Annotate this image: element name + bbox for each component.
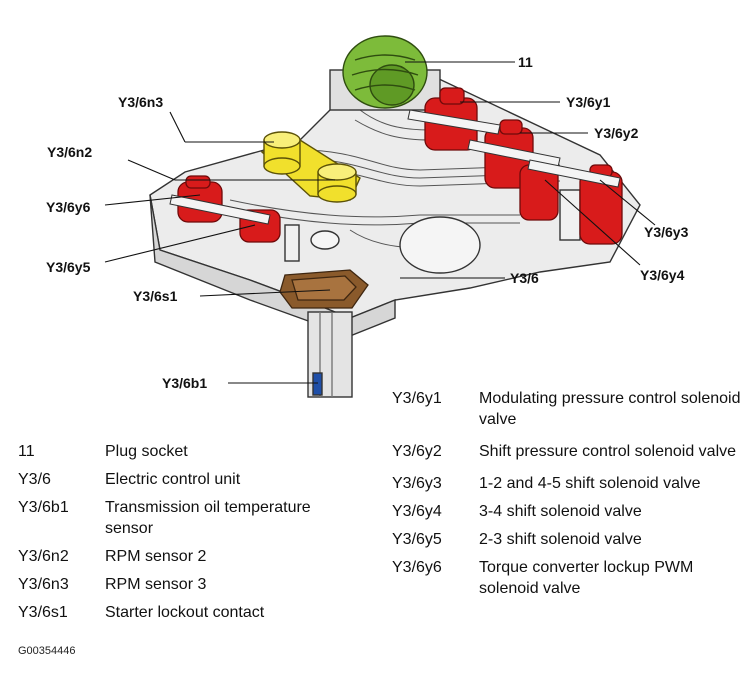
legend-code: Y3/6y2 [392, 443, 442, 460]
legend-code: 11 [18, 443, 35, 460]
legend-code: Y3/6n2 [18, 548, 69, 565]
legend-item: Y3/6y4 3-4 shift solenoid valve [392, 501, 742, 522]
legend-code: Y3/6y4 [392, 503, 442, 520]
housing-side-face [149, 194, 396, 337]
leader-n2 [127, 159, 176, 181]
legend-code: Y3/6y1 [392, 390, 442, 407]
legend-desc: Shift pressure control solenoid valve [479, 443, 737, 460]
legend-desc: Modulating pressure control solenoid val… [479, 390, 741, 428]
legend-desc: 3-4 shift solenoid valve [479, 503, 642, 520]
rpm-sensor-n2 [317, 163, 357, 203]
callout-11: 11 [518, 54, 533, 70]
legend-desc: RPM sensor 2 [105, 548, 207, 565]
callout-y3-6y6: Y3/6y6 [46, 199, 91, 215]
legend-code: Y3/6n3 [18, 576, 69, 593]
legend-item: Y3/6 Electric control unit [18, 469, 363, 490]
legend-code: Y3/6y6 [392, 559, 442, 576]
legend-code: Y3/6b1 [18, 499, 69, 516]
legend-desc: Torque converter lockup PWM solenoid val… [479, 559, 694, 597]
legend-desc: Starter lockout contact [105, 604, 265, 621]
starter-lockout-contact [279, 269, 369, 309]
legend-desc: RPM sensor 3 [105, 576, 207, 593]
rpm-sensor-n3 [263, 131, 301, 175]
callout-y3-6y2: Y3/6y2 [594, 125, 639, 141]
legend-desc: 2-3 shift solenoid valve [479, 531, 642, 548]
housing-pillar-right [559, 189, 581, 241]
leader-s1 [199, 289, 331, 297]
solenoid-brackets [169, 109, 621, 225]
legend-code: Y3/6s1 [18, 604, 68, 621]
callout-y3-6n3: Y3/6n3 [118, 94, 163, 110]
legend-desc: 1-2 and 4-5 shift solenoid valve [479, 475, 701, 492]
legend-item: Y3/6y6 Torque converter lockup PWM soleno… [392, 557, 742, 599]
callout-y3-6: Y3/6 [510, 270, 539, 286]
leader-y3 [599, 179, 656, 226]
leader-y4 [544, 179, 641, 266]
legend-item: Y3/6y5 2-3 shift solenoid valve [392, 529, 742, 550]
callout-y3-6b1: Y3/6b1 [162, 375, 207, 391]
legend-right: Y3/6y1 Modulating pressure control soleno… [392, 388, 742, 599]
housing-round-recess [399, 216, 481, 274]
legend-item: Y3/6y1 Modulating pressure control soleno… [392, 388, 742, 430]
legend-item: Y3/6b1 Transmission oil temperature senso… [18, 497, 363, 539]
legend-item: Y3/6y3 1-2 and 4-5 shift solenoid valve [392, 473, 742, 494]
legend-desc: Electric control unit [105, 471, 241, 488]
housing-pillar-left [284, 224, 300, 262]
legend-item: 11 Plug socket [18, 441, 363, 462]
rpm-sensors [260, 131, 361, 203]
legend-code: Y3/6y3 [392, 475, 442, 492]
callout-y3-6y4: Y3/6y4 [640, 267, 685, 283]
leader-lines [104, 61, 656, 384]
callout-y3-6y1: Y3/6y1 [566, 94, 611, 110]
legend-item: Y3/6n2 RPM sensor 2 [18, 546, 363, 567]
legend-code: Y3/6 [18, 471, 51, 488]
legend-item: Y3/6n3 RPM sensor 3 [18, 574, 363, 595]
callout-labels: 11 Y3/6n3 Y3/6y1 Y3/6n2 Y3/6y2 Y3/6y6 Y3… [46, 54, 689, 391]
leader-y6 [104, 194, 201, 206]
callout-y3-6s1: Y3/6s1 [133, 288, 178, 304]
temp-sensor-tip [312, 372, 323, 396]
callout-y3-6y5: Y3/6y5 [46, 259, 91, 275]
callout-y3-6n2: Y3/6n2 [47, 144, 92, 160]
leader-y5 [104, 224, 256, 263]
legend-desc: Plug socket [105, 443, 188, 460]
leader-n3 [169, 111, 186, 143]
temp-sensor-stalk [307, 311, 353, 398]
legend-code: Y3/6y5 [392, 531, 442, 548]
legend-desc: Transmission oil temperature sensor [105, 499, 311, 537]
housing-small-recess [310, 230, 340, 250]
figure-code: G00354446 [18, 645, 76, 657]
legend-item: Y3/6s1 Starter lockout contact [18, 602, 363, 623]
legend-item: Y3/6y2 Shift pressure control solenoid va… [392, 441, 742, 462]
plug-socket [329, 35, 441, 111]
callout-y3-6y3: Y3/6y3 [644, 224, 689, 240]
ecu-diagram: 11 Y3/6n3 Y3/6y1 Y3/6n2 Y3/6y2 Y3/6y6 Y3… [46, 35, 689, 398]
